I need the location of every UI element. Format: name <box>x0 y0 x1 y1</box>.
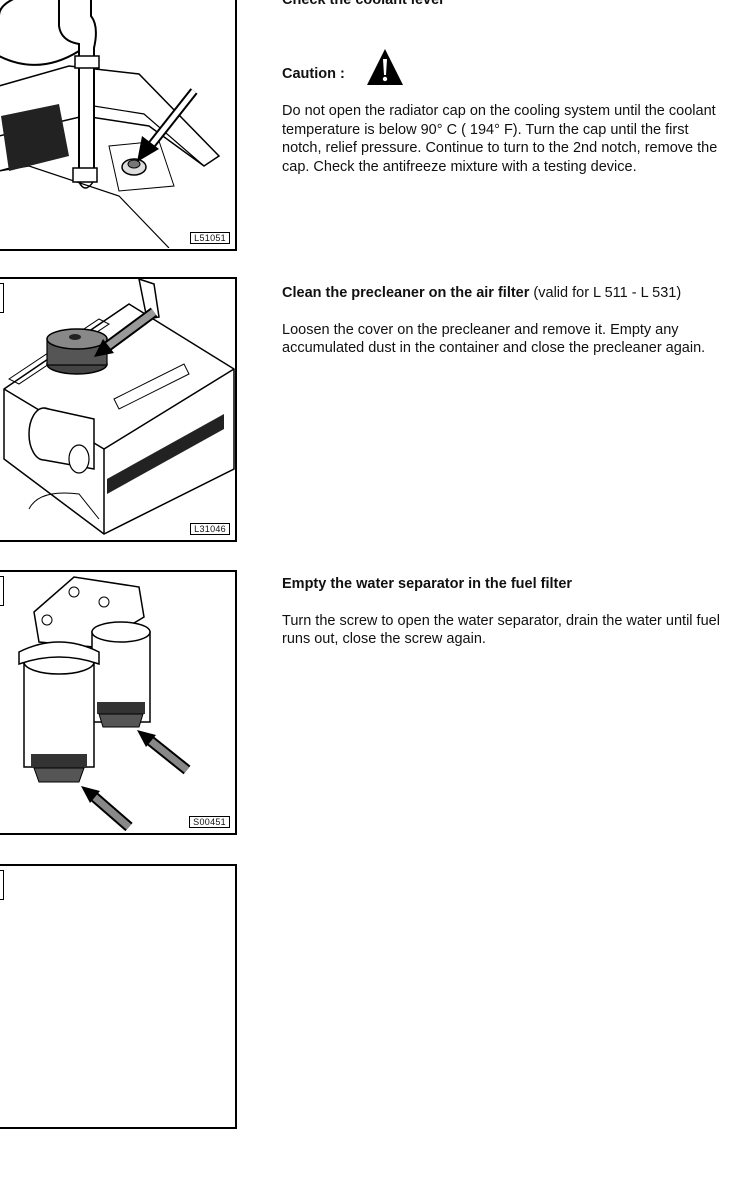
coolant-heading: Check the coolant level <box>282 0 444 8</box>
precleaner-section: Clean the precleaner on the air filter (… <box>282 284 727 358</box>
fuel-filter-illustration <box>18 576 191 832</box>
precleaner-heading-text: Clean the precleaner on the air filter <box>282 285 530 301</box>
radiator-cap-illustration <box>0 0 221 248</box>
coolant-text: Do not open the radiator cap on the cool… <box>282 102 727 176</box>
caution-label: Caution : <box>282 66 345 82</box>
water-separator-heading: Empty the water separator in the fuel fi… <box>282 576 573 592</box>
water-separator-body: Turn the screw to open the water separat… <box>282 612 720 648</box>
precleaner-heading-note: (valid for L 511 - L 531) <box>533 285 682 301</box>
coolant-section: Check the coolant level <box>282 0 727 10</box>
corner-tab <box>0 576 4 606</box>
figure-id-label: L51051 <box>190 232 230 244</box>
figure-id-label: S00451 <box>189 816 230 828</box>
coolant-body: Do not open the radiator cap on the cool… <box>282 103 718 175</box>
empty-illustration-panel <box>0 864 237 1129</box>
water-separator-section: Empty the water separator in the fuel fi… <box>282 575 727 649</box>
precleaner-illustration <box>3 279 235 535</box>
warning-triangle-icon <box>367 49 403 85</box>
precleaner-illustration-panel: L31046 <box>0 277 237 542</box>
precleaner-body: Loosen the cover on the precleaner and r… <box>282 321 706 357</box>
corner-tab <box>0 283 4 313</box>
coolant-illustration-panel: L51051 <box>0 0 237 251</box>
precleaner-heading: Clean the precleaner on the air filter (… <box>282 284 727 303</box>
corner-tab <box>0 870 4 900</box>
fuel-filter-illustration-panel: S00451 <box>0 570 237 835</box>
figure-id-label: L31046 <box>190 523 230 535</box>
